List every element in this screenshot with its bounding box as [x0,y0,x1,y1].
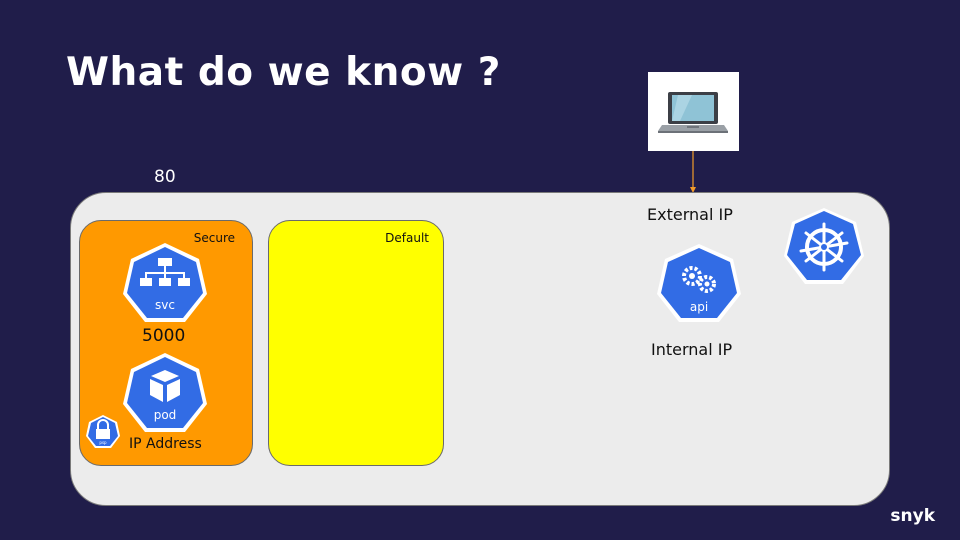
laptop-icon [658,92,728,133]
pod-ip-address-label: IP Address [129,436,202,452]
internal-ip-label: Internal IP [651,340,733,359]
svc-icon-text: svc [155,298,175,312]
pod-icon: pod [123,353,207,432]
external-port-label: 80 [154,167,176,187]
psp-icon-text: psp [99,440,107,445]
namespace-default-label: Default [385,231,429,245]
api-icon-text: api [690,300,708,314]
svc-port-label: 5000 [142,326,186,346]
snyk-logo: snyk [890,506,935,526]
svc-icon: svc [123,243,207,322]
laptop-card [648,72,739,151]
api-server-icon: api [657,244,741,322]
psp-icon: psp [86,415,120,448]
kubernetes-helm-icon [784,208,864,284]
slide-title: What do we know ? [66,50,501,95]
external-ip-label: External IP [647,205,733,224]
pod-icon-text: pod [154,408,177,422]
namespace-secure-label: Secure [193,231,235,245]
namespace-default: Default [268,220,444,466]
